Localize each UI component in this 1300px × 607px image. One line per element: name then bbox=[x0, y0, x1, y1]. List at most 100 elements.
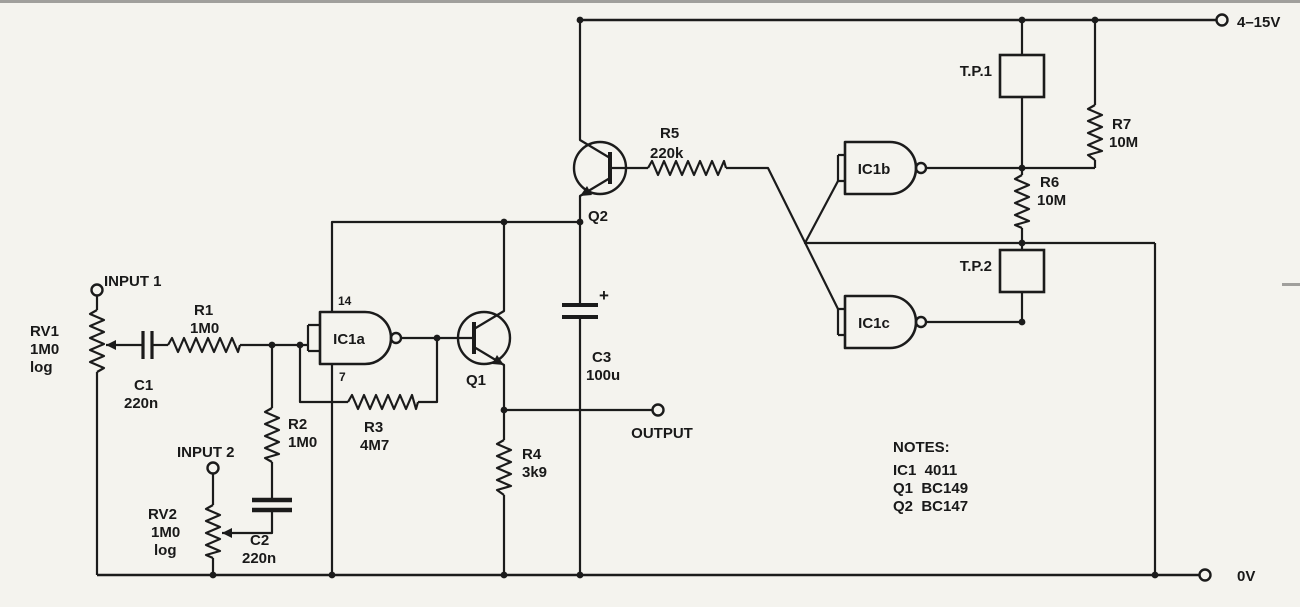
ic1b-invert-bubble bbox=[914, 161, 928, 175]
output-terminal bbox=[651, 403, 665, 417]
notes-line: IC1 4011 bbox=[893, 462, 957, 479]
transistor-q2: Q2 bbox=[572, 20, 648, 225]
notes-block: NOTES: IC1 4011 Q1 BC149 Q2 BC147 bbox=[893, 439, 968, 515]
rv1-taper: log bbox=[30, 359, 53, 376]
nand-gate-ic1b: IC1b bbox=[843, 140, 1095, 196]
input2-section: INPUT 2 RV2 1M0 log bbox=[148, 444, 235, 575]
touch-plate-tp1: T.P.1 bbox=[960, 20, 1046, 175]
tp1-pad bbox=[998, 53, 1046, 99]
c3-name: C3 bbox=[592, 349, 611, 366]
ic1c-label: IC1c bbox=[858, 315, 890, 332]
rv2-taper: log bbox=[154, 542, 177, 559]
r6-value: 10M bbox=[1037, 192, 1066, 209]
resistor-r2: R2 1M0 bbox=[263, 345, 317, 500]
r4-value: 3k9 bbox=[522, 464, 547, 481]
r4-name: R4 bbox=[522, 446, 542, 463]
junction-dot bbox=[1018, 164, 1026, 172]
junction-dot bbox=[296, 341, 304, 349]
ic1a-label: IC1a bbox=[333, 331, 365, 348]
input1-section: INPUT 1 RV1 1M0 log bbox=[30, 273, 162, 575]
junction-dots bbox=[209, 16, 1159, 579]
ic1b-label: IC1b bbox=[858, 161, 891, 178]
output-label: OUTPUT bbox=[631, 425, 693, 442]
rv2-wiper-arrow-icon bbox=[222, 528, 232, 538]
r1-value: 1M0 bbox=[190, 320, 219, 337]
resistor-r4: R4 3k9 bbox=[495, 410, 547, 575]
rv2-value: 1M0 bbox=[151, 524, 180, 541]
junction-dot bbox=[576, 16, 584, 24]
c2-name: C2 bbox=[250, 532, 269, 549]
junction-dot bbox=[1151, 571, 1159, 579]
q2-label: Q2 bbox=[588, 208, 608, 225]
ground-label: 0V bbox=[1237, 568, 1255, 585]
input2-terminal bbox=[206, 461, 220, 475]
input2-label: INPUT 2 bbox=[177, 444, 235, 461]
supply-rail-top: 4–15V bbox=[580, 13, 1280, 31]
rv1-value: 1M0 bbox=[30, 341, 59, 358]
ic1a-pin14-label: 14 bbox=[338, 294, 352, 308]
junction-dot bbox=[576, 218, 584, 226]
transistor-q1: Q1 bbox=[456, 222, 512, 410]
tp2-label: T.P.2 bbox=[960, 258, 992, 275]
notes-line: Q2 BC147 bbox=[893, 498, 968, 515]
junction-dot bbox=[500, 571, 508, 579]
nand-gate-ic1c: IC1c bbox=[843, 294, 1022, 350]
scan-artifact-top bbox=[0, 0, 1300, 3]
c2-value: 220n bbox=[242, 550, 276, 567]
ic1a-pin14-wire bbox=[330, 220, 580, 312]
input1-terminal bbox=[90, 283, 104, 297]
ic1c-invert-bubble bbox=[914, 315, 928, 329]
r5-name: R5 bbox=[660, 125, 679, 142]
rv1-wiper-arrow-icon bbox=[106, 340, 116, 350]
ic1a-invert-bubble bbox=[389, 331, 403, 345]
c3-value: 100u bbox=[586, 367, 620, 384]
junction-dot bbox=[328, 571, 336, 579]
junction-dot bbox=[1018, 16, 1026, 24]
potentiometer-rv2 bbox=[204, 504, 222, 560]
latch-wiring bbox=[803, 153, 1157, 575]
junction-dot bbox=[209, 571, 217, 579]
capacitor-c2: C2 220n bbox=[222, 497, 292, 567]
r6-name: R6 bbox=[1040, 174, 1059, 191]
r2-name: R2 bbox=[288, 416, 307, 433]
junction-dot bbox=[1018, 239, 1026, 247]
latch-cross-wire bbox=[803, 180, 1155, 245]
tp2-pad bbox=[998, 248, 1046, 294]
ground-rail-bottom: 0V bbox=[97, 568, 1255, 585]
c1-name: C1 bbox=[134, 377, 153, 394]
rv2-name: RV2 bbox=[148, 506, 177, 523]
resistor-r3: R3 4M7 bbox=[298, 338, 439, 454]
resistor-r5: R5 220k bbox=[647, 125, 839, 310]
supply-label: 4–15V bbox=[1237, 14, 1280, 31]
junction-dot bbox=[1091, 16, 1099, 24]
resistor-r6: R6 10M bbox=[1013, 174, 1066, 250]
r1-name: R1 bbox=[194, 302, 213, 319]
r7-name: R7 bbox=[1112, 116, 1131, 133]
junction-dot bbox=[500, 218, 508, 226]
junction-dot bbox=[1018, 318, 1026, 326]
output-section: OUTPUT bbox=[504, 403, 693, 442]
junction-dot bbox=[268, 341, 276, 349]
r3-value: 4M7 bbox=[360, 437, 389, 454]
tp1-label: T.P.1 bbox=[960, 63, 992, 80]
potentiometer-rv1 bbox=[88, 309, 106, 373]
capacitor-c3: + C3 100u bbox=[562, 222, 620, 575]
resistor-r7: R7 10M bbox=[1086, 20, 1138, 168]
ic1a-pin7-label: 7 bbox=[339, 370, 346, 384]
q1-collector-wire bbox=[473, 222, 506, 330]
r5-to-latch-wire bbox=[726, 166, 839, 310]
scan-artifact-right bbox=[1282, 283, 1300, 286]
resistor-r1: R1 1M0 bbox=[167, 302, 308, 354]
ground-terminal bbox=[1198, 568, 1212, 582]
junction-dot bbox=[576, 571, 584, 579]
r7-value: 10M bbox=[1109, 134, 1138, 151]
junction-dot bbox=[500, 406, 508, 414]
supply-terminal bbox=[1215, 13, 1229, 27]
notes-heading: NOTES: bbox=[893, 439, 950, 456]
r2-value: 1M0 bbox=[288, 434, 317, 451]
q2-emitter-arrow-icon bbox=[580, 186, 592, 196]
q1-emitter-arrow-icon bbox=[492, 355, 504, 365]
c1-value: 220n bbox=[124, 395, 158, 412]
rv1-name: RV1 bbox=[30, 323, 59, 340]
notes-line: Q1 BC149 bbox=[893, 480, 968, 497]
